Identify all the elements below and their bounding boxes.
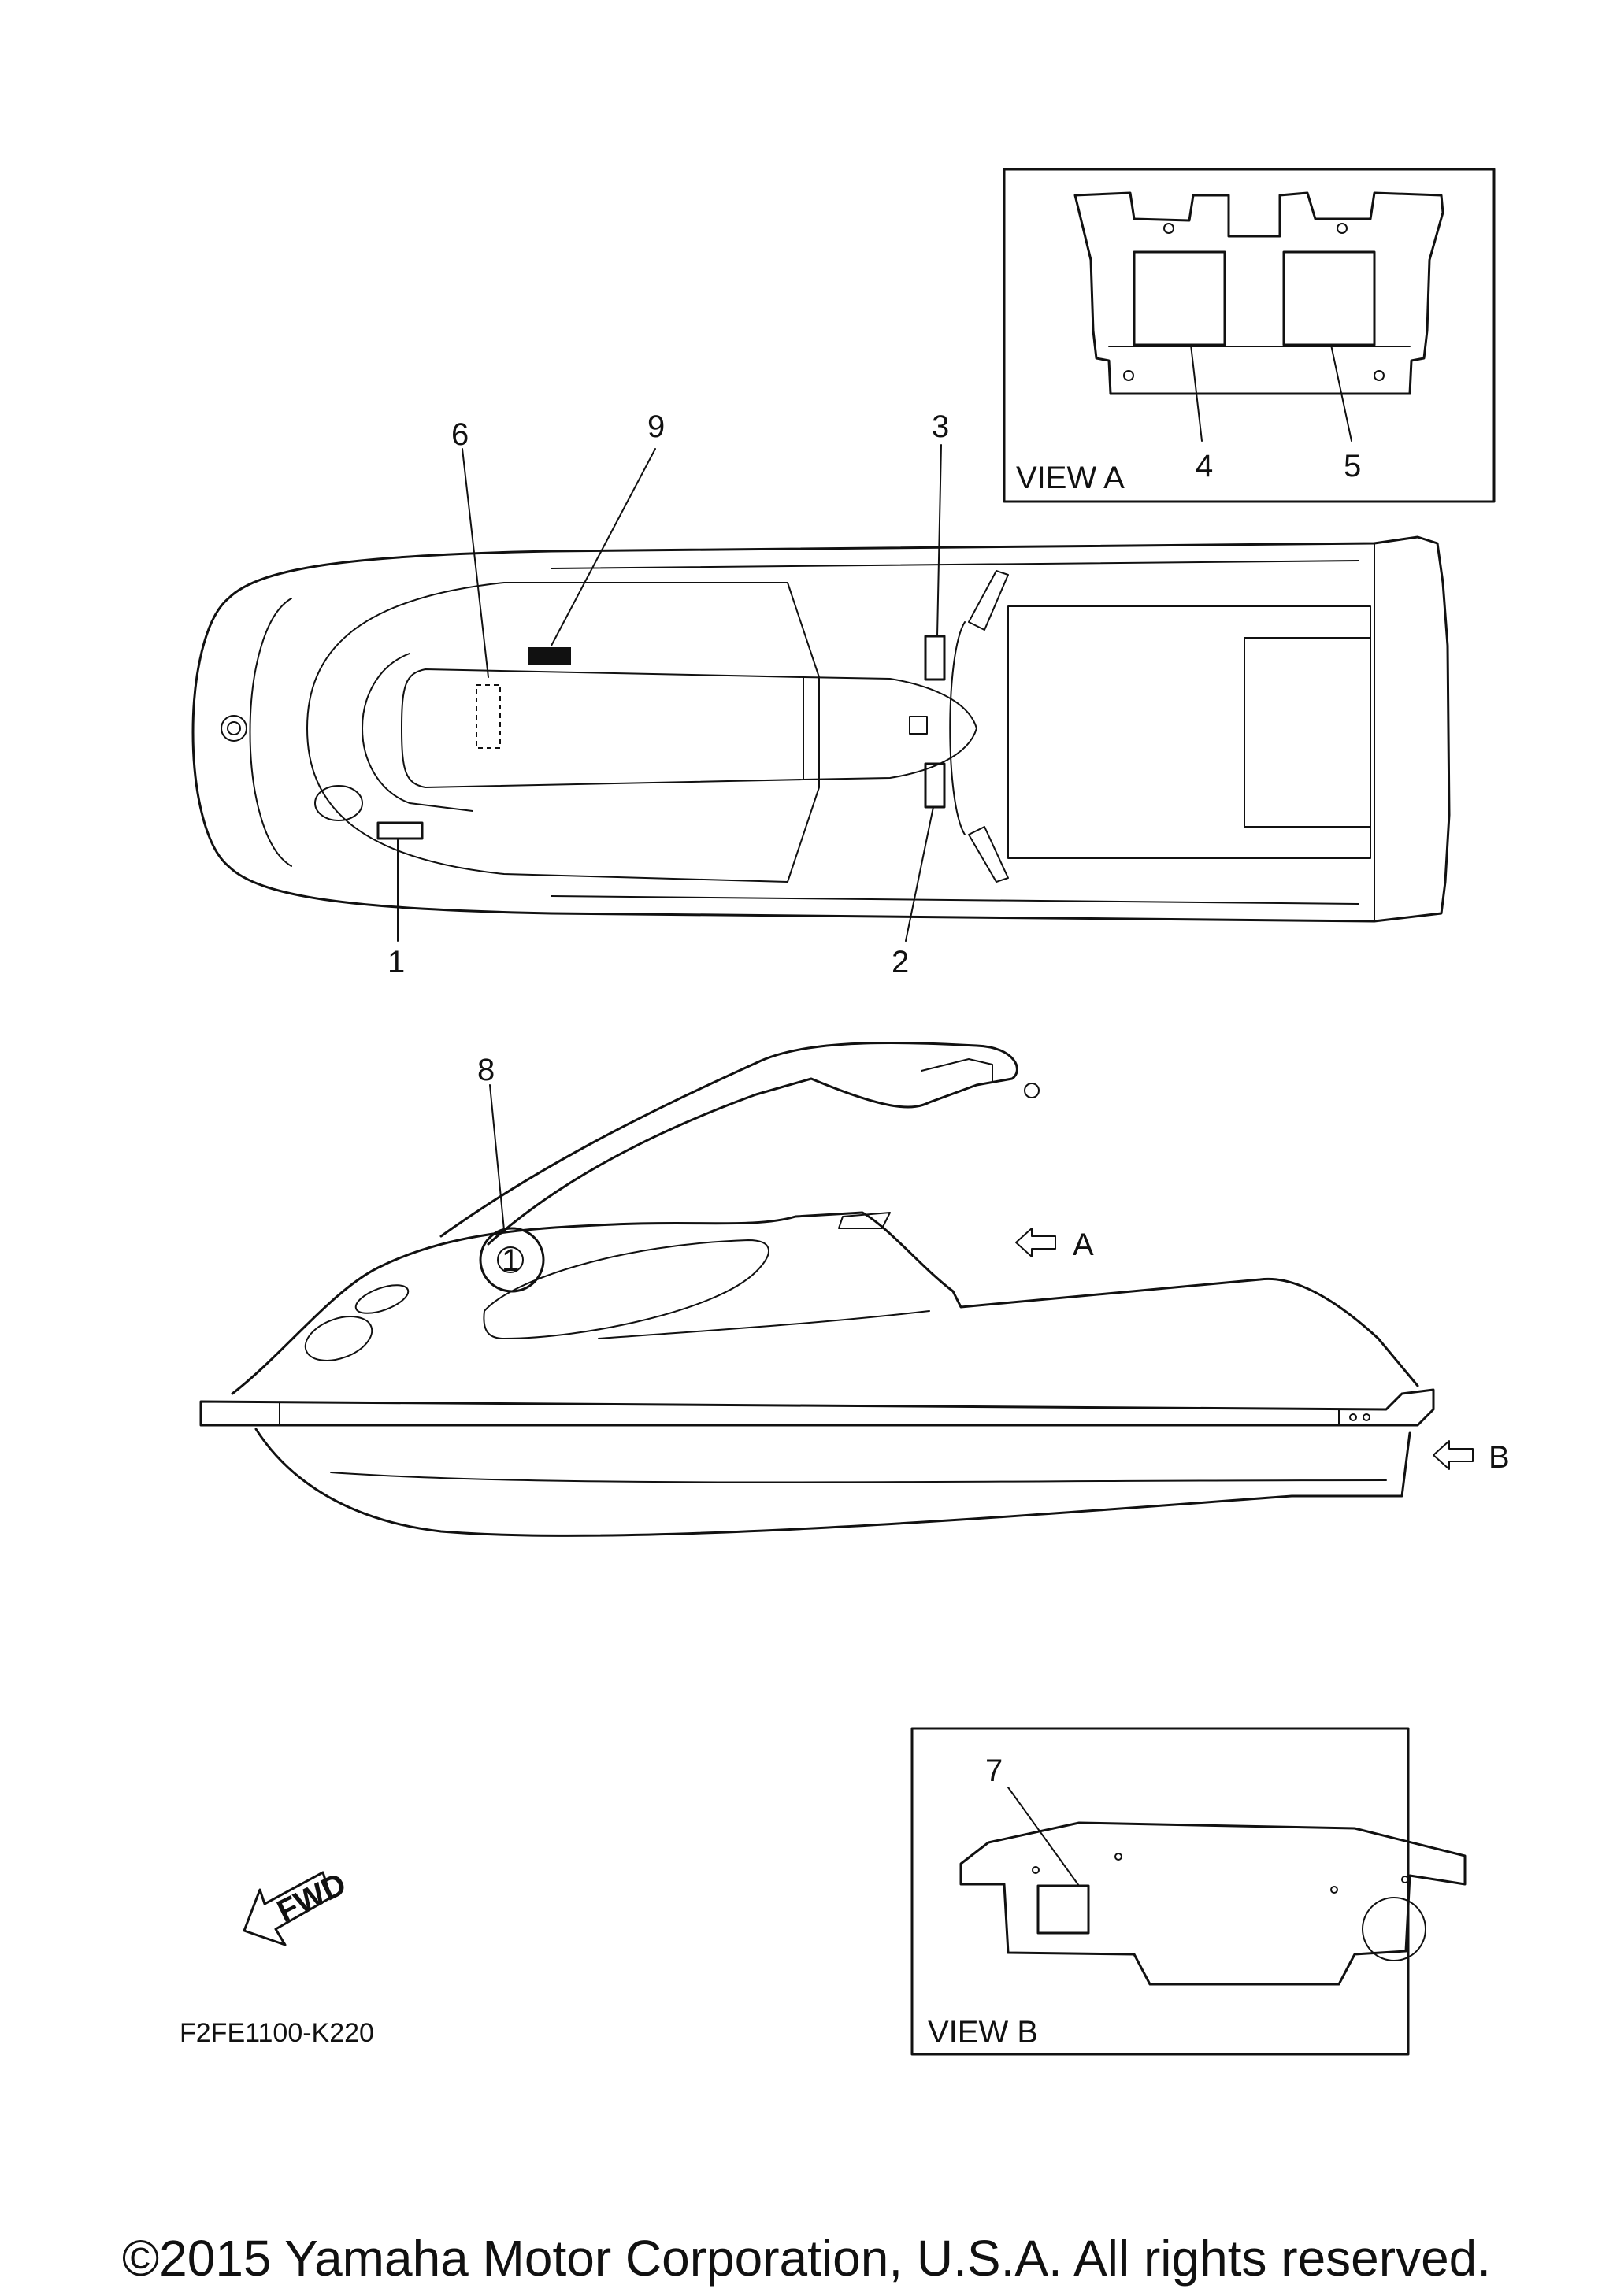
top-foot-tray-rear bbox=[1244, 637, 1371, 828]
side-rail-rivet bbox=[1349, 1413, 1357, 1421]
top-pole-mount bbox=[909, 716, 928, 735]
drawing-code: F2FE1100-K220 bbox=[180, 2018, 374, 2048]
top-deck-recess bbox=[306, 582, 820, 883]
callout-3: 3 bbox=[932, 409, 949, 444]
callout-6: 6 bbox=[451, 417, 469, 452]
leader-4 bbox=[1190, 344, 1203, 442]
side-handle-pole bbox=[439, 1041, 1018, 1246]
label-1-box bbox=[376, 821, 424, 840]
top-bow-eye bbox=[221, 715, 247, 742]
side-hood-curve bbox=[483, 1239, 769, 1339]
view-a-hole bbox=[1163, 223, 1174, 234]
leader-9 bbox=[551, 448, 656, 646]
side-upper-deck bbox=[231, 1211, 1419, 1395]
view-b-hole bbox=[1114, 1853, 1122, 1861]
view-a-part-outline bbox=[1073, 191, 1444, 395]
side-rail-rivet bbox=[1363, 1413, 1370, 1421]
callout-7: 7 bbox=[985, 1753, 1003, 1788]
side-deck-line bbox=[598, 1310, 930, 1339]
side-view: 1 8 A B bbox=[199, 1041, 1510, 1537]
leader-7 bbox=[1007, 1787, 1080, 1887]
view-a-inset: VIEW A 4 5 bbox=[1003, 168, 1496, 503]
top-bow-rim bbox=[249, 598, 292, 867]
top-bar-arc bbox=[949, 621, 966, 835]
top-view: 6 9 3 2 1 bbox=[191, 409, 1451, 980]
top-handle-pole bbox=[803, 676, 977, 780]
label-6-box-hidden bbox=[476, 684, 501, 749]
side-bow-scoop-upper bbox=[304, 1316, 373, 1361]
side-latch bbox=[838, 1212, 891, 1229]
leader-6 bbox=[462, 448, 489, 678]
view-a-arrow-icon bbox=[1015, 1228, 1056, 1257]
view-a-hole bbox=[1123, 370, 1134, 381]
label-5-box bbox=[1282, 250, 1376, 346]
view-a-title: VIEW A bbox=[1016, 461, 1125, 495]
callout-5: 5 bbox=[1344, 449, 1361, 483]
top-gunwale-lines bbox=[551, 560, 1359, 905]
label-7-box bbox=[1036, 1884, 1090, 1935]
callout-9: 9 bbox=[647, 409, 665, 444]
view-b-hole bbox=[1401, 1876, 1409, 1883]
side-bow-scoop-lower bbox=[354, 1284, 410, 1314]
view-b-arrow-icon bbox=[1433, 1440, 1474, 1470]
callout-8: 8 bbox=[477, 1053, 495, 1087]
view-b-inset: 7 VIEW B bbox=[910, 1727, 1467, 2056]
callout-4: 4 bbox=[1196, 449, 1213, 483]
side-handle-grip bbox=[921, 1058, 993, 1083]
view-b-part-outline bbox=[959, 1821, 1467, 1986]
label-2-box bbox=[924, 762, 946, 809]
callout-1: 1 bbox=[387, 945, 405, 980]
label-8-badge-number: 1 bbox=[502, 1243, 519, 1278]
fwd-arrow-label: FWD bbox=[272, 1867, 351, 1929]
view-b-round-port bbox=[1362, 1897, 1426, 1961]
top-hull-outline bbox=[191, 535, 1451, 923]
top-bow-hatch bbox=[314, 785, 363, 821]
leader-8 bbox=[489, 1084, 505, 1231]
view-b-title: VIEW B bbox=[928, 2015, 1038, 2050]
top-handlebar-left bbox=[968, 826, 1009, 883]
view-b-hole bbox=[1330, 1886, 1338, 1894]
label-8-badge bbox=[479, 1227, 545, 1293]
view-a-frame bbox=[1003, 168, 1496, 503]
top-foot-tray bbox=[1007, 605, 1371, 859]
leader-3 bbox=[936, 444, 942, 637]
side-hull bbox=[254, 1428, 1411, 1537]
view-b-hole bbox=[1032, 1866, 1040, 1874]
side-throttle-knob bbox=[1024, 1083, 1040, 1098]
label-3-box bbox=[924, 635, 946, 681]
label-8-badge-inner bbox=[497, 1246, 524, 1273]
top-hood bbox=[401, 668, 804, 788]
fwd-arrow-icon: FWD bbox=[243, 1867, 351, 1946]
leader-2 bbox=[905, 806, 934, 942]
side-rail-caps bbox=[279, 1402, 1340, 1424]
view-b-arrow-label: B bbox=[1489, 1440, 1510, 1475]
view-a-arrow-label: A bbox=[1073, 1228, 1094, 1262]
top-handlebar-right bbox=[968, 570, 1009, 631]
leader-5 bbox=[1330, 344, 1352, 442]
view-a-hole bbox=[1374, 370, 1385, 381]
callout-2: 2 bbox=[892, 945, 909, 980]
top-deck-inner-curve bbox=[362, 653, 473, 812]
side-gunwale-rail bbox=[199, 1388, 1435, 1427]
label-4-box bbox=[1133, 250, 1226, 346]
label-9-box bbox=[528, 647, 571, 665]
top-bow-eye-inner bbox=[227, 721, 241, 735]
copyright-notice: ©2015 Yamaha Motor Corporation, U.S.A. A… bbox=[122, 2230, 1491, 2287]
view-a-hole bbox=[1337, 223, 1348, 234]
side-chine-line bbox=[330, 1472, 1387, 1483]
fwd-arrow-shape bbox=[243, 1871, 332, 1946]
